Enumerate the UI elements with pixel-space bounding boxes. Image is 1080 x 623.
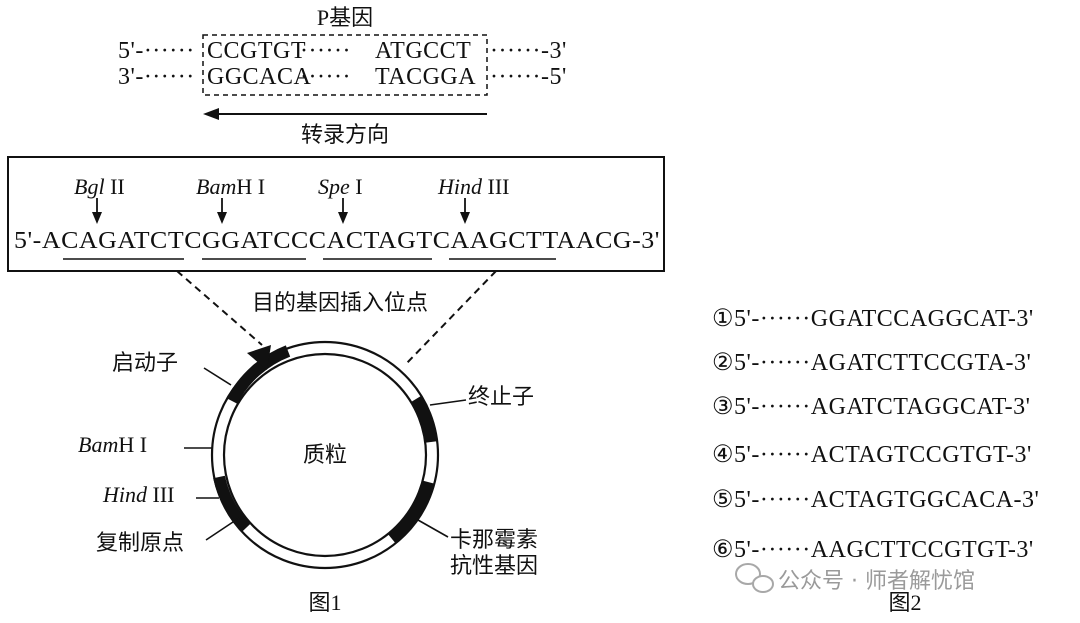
plasmid: 质粒 启动子 终止子 BamH I Hind III 复制原点 卡那霉素 抗性基… xyxy=(78,340,538,578)
primer-6-number: ⑥ xyxy=(712,537,734,563)
primer-2-sequence: 5'-······AGATCTTCCGTA-3' xyxy=(734,350,1031,376)
primer-3-number: ③ xyxy=(712,394,734,420)
site-label-hindiii: Hind III xyxy=(437,174,509,199)
primer-2-number: ② xyxy=(712,350,734,376)
primer-1: ①5'-······GGATCCAGGCAT-3' xyxy=(712,306,1034,332)
cut-arrow-spei xyxy=(338,198,348,224)
figure2-caption: 图2 xyxy=(888,590,921,615)
plasmid-outer-ring xyxy=(210,340,440,570)
site-label-bglii: Bgl II xyxy=(74,174,125,199)
primer-5: ⑤5'-······ACTAGTGGCACA-3' xyxy=(712,487,1039,513)
terminator-leader xyxy=(429,399,467,406)
mcs-frame xyxy=(7,156,665,272)
top-strand-box-a: CCGTGT xyxy=(207,38,306,64)
kanamycin-leader xyxy=(417,519,449,538)
primer-6-sequence: 5'-······AAGCTTCCGTGT-3' xyxy=(734,537,1034,563)
plasmid-hindiii-label: Hind III xyxy=(102,482,174,507)
top-strand-left: 5'-······ xyxy=(118,38,195,64)
site-label-bamhi: BamH I xyxy=(196,174,265,199)
mcs-sequence: 5'-ACAGATCTCGGATCCCACTAGTCAAGCTTAACG-3' xyxy=(14,228,660,254)
bottom-strand-box-b: TACGGA xyxy=(375,64,476,90)
primer-2: ②5'-······AGATCTTCCGTA-3' xyxy=(712,350,1031,376)
primer-4: ④5'-······ACTAGTCCGTGT-3' xyxy=(712,442,1032,468)
watermark: 公众号 · 师者解忧馆 xyxy=(735,563,975,594)
promoter-arrow-head xyxy=(247,345,271,370)
origin-leader xyxy=(205,517,240,541)
bottom-strand-box-dots: ······ xyxy=(300,64,351,90)
p-gene-section: P基因 5'-······ CCGTGT ······ ATGCCT ·····… xyxy=(118,5,567,147)
top-strand-box-b: ATGCCT xyxy=(375,38,471,64)
primer-4-sequence: 5'-······ACTAGTCCGTGT-3' xyxy=(734,442,1032,468)
primer-3: ③5'-······AGATCTAGGCAT-3' xyxy=(712,394,1030,420)
p-gene-dashed-box xyxy=(202,34,488,96)
transcription-arrow-head xyxy=(203,108,219,120)
kanamycin-label-line2: 抗性基因 xyxy=(450,553,538,578)
watermark-text: 公众号 · 师者解忧馆 xyxy=(778,569,975,594)
bottom-strand-box-a: GGCACA xyxy=(207,64,312,90)
wechat-icon xyxy=(735,563,774,593)
site-label-spei: Spe I xyxy=(318,174,363,199)
cut-arrow-bglii xyxy=(92,198,102,224)
terminator-label: 终止子 xyxy=(468,384,534,409)
bottom-strand-right: ······-5' xyxy=(490,64,567,90)
plasmid-inner-ring xyxy=(222,352,428,558)
figure1-caption: 图1 xyxy=(308,590,341,615)
cut-arrow-hindiii xyxy=(460,198,470,224)
primer-3-sequence: 5'-······AGATCTAGGCAT-3' xyxy=(734,394,1030,420)
promoter-segment xyxy=(226,345,291,404)
origin-segment xyxy=(213,475,251,533)
callout-line-right xyxy=(404,270,497,366)
top-strand-box-dots: ······ xyxy=(300,38,351,64)
primer-1-number: ① xyxy=(712,306,734,332)
origin-label: 复制原点 xyxy=(96,530,184,555)
plasmid-center-label: 质粒 xyxy=(303,442,347,467)
primer-5-number: ⑤ xyxy=(712,487,734,513)
mcs-section: Bgl II BamH I Spe I Hind III 5'-ACAGATCT… xyxy=(7,156,665,272)
primer-list: ①5'-······GGATCCAGGCAT-3' ②5'-······AGAT… xyxy=(712,306,1039,563)
p-gene-title: P基因 xyxy=(317,5,373,30)
promoter-label: 启动子 xyxy=(112,350,178,375)
plasmid-bamhi-label: BamH I xyxy=(78,432,147,457)
primer-6: ⑥5'-······AAGCTTCCGTGT-3' xyxy=(712,537,1034,563)
callout-line-left xyxy=(176,270,263,346)
transcription-direction-label: 转录方向 xyxy=(301,122,389,147)
top-strand-right: ······-3' xyxy=(490,38,567,64)
primer-5-sequence: 5'-······ACTAGTGGCACA-3' xyxy=(734,487,1039,513)
cut-arrow-bamhi xyxy=(217,198,227,224)
insert-site-label: 目的基因插入位点 xyxy=(252,290,428,315)
primer-1-sequence: 5'-······GGATCCAGGCAT-3' xyxy=(734,306,1034,332)
primer-4-number: ④ xyxy=(712,442,734,468)
kanamycin-label-line1: 卡那霉素 xyxy=(450,527,538,552)
kanamycin-segment xyxy=(388,480,434,544)
terminator-segment xyxy=(410,395,437,443)
bottom-strand-left: 3'-······ xyxy=(118,64,195,90)
promoter-leader xyxy=(203,367,232,386)
